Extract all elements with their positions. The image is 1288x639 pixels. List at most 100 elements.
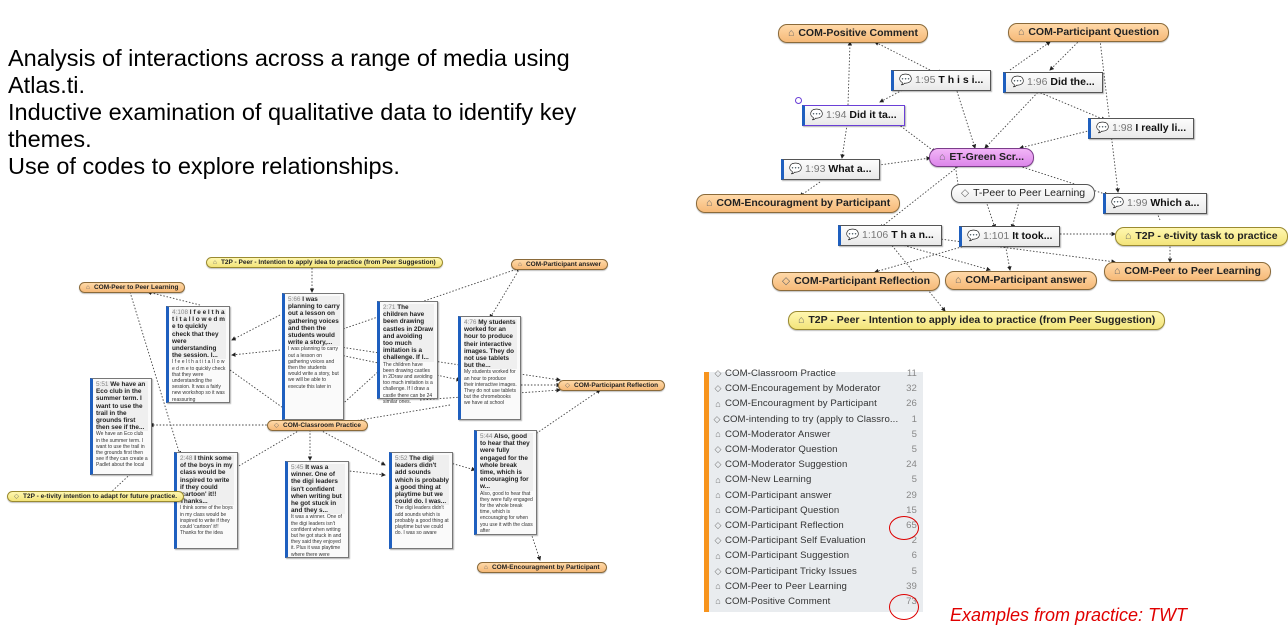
- quote-node-1-94[interactable]: 💬 1:94 Did it ta...: [802, 105, 905, 126]
- code-node-participant-answer[interactable]: ⌂COM-Participant answer: [945, 271, 1097, 290]
- quote-icon: 💬: [846, 229, 860, 241]
- code-list-item[interactable]: ◇COM-Moderator Question 5: [709, 442, 923, 457]
- quote-card-5-44[interactable]: 5:44 Also, good to hear that they were f…: [474, 430, 537, 535]
- code-name: COM-intending to try (apply to Classro..…: [722, 413, 899, 425]
- code-group-icon: ⌂: [706, 197, 713, 209]
- code-list-item[interactable]: ◇COM-Encouragement by Moderator 32: [709, 381, 923, 396]
- code-node-left-encouragment-participant[interactable]: ⌂COM-Encouragment by Participant: [477, 562, 607, 573]
- code-name: COM-Positive Comment: [725, 595, 831, 607]
- quote-card-4-76[interactable]: 4:76 My students worked for an hour to p…: [458, 316, 521, 420]
- quote-card-5-52[interactable]: 5:52 The digi leaders didn't add sounds …: [389, 452, 453, 549]
- code-diamond-icon: ◇: [782, 275, 791, 287]
- code-node-t-peer[interactable]: ◇T-Peer to Peer Learning: [951, 184, 1096, 203]
- code-name: COM-Participant answer: [725, 489, 832, 501]
- code-group-icon: ⌂: [518, 261, 522, 268]
- quote-icon: 💬: [789, 163, 803, 175]
- code-count: 32: [906, 383, 917, 395]
- code-name: COM-Encouragment by Participant: [725, 398, 877, 410]
- intro-line: Analysis of interactions across a range …: [8, 45, 570, 71]
- code-count: 5: [911, 565, 917, 577]
- quote-card-5-51[interactable]: 5:51 We have an Eco club in the summer t…: [90, 378, 152, 475]
- quote-node-1-99[interactable]: 💬 1:99 Which a...: [1103, 193, 1208, 214]
- quote-node-1-96[interactable]: 💬 1:96 Did the...: [1003, 72, 1103, 93]
- code-count: 15: [906, 504, 917, 516]
- code-count: 26: [906, 398, 917, 410]
- code-group-icon: ⌂: [939, 151, 946, 163]
- code-list-item[interactable]: ◇COM-intending to try (apply to Classro.…: [709, 412, 923, 427]
- code-count: 29: [906, 489, 917, 501]
- code-list-item[interactable]: ⌂ COM-Encouragment by Participant 26: [709, 396, 923, 411]
- code-count: 11: [906, 368, 917, 380]
- quote-icon: 💬: [1011, 76, 1025, 88]
- code-count: 5: [911, 444, 917, 456]
- quote-card-5-66[interactable]: 5:66 I was planning to carry out a lesso…: [282, 293, 344, 420]
- code-diamond-icon: ◇: [714, 444, 722, 455]
- code-node-left-participant-answer[interactable]: ⌂COM-Participant answer: [511, 259, 609, 270]
- quote-node-1-95[interactable]: 💬 1:95 T h i s i...: [891, 70, 992, 91]
- code-node-positive-comment[interactable]: ⌂COM-Positive Comment: [778, 24, 928, 43]
- code-name: COM-Moderator Suggestion: [725, 459, 848, 471]
- code-node-left-classroom-practice[interactable]: ◇COM-Classroom Practice: [267, 420, 369, 431]
- code-name: COM-Moderator Answer: [725, 428, 831, 440]
- code-diamond-icon: ◇: [961, 187, 970, 199]
- quote-icon: 💬: [899, 74, 913, 86]
- quote-node-1-106[interactable]: 💬 1:106 T h a n...: [838, 225, 942, 246]
- code-group-icon: ⌂: [1114, 265, 1121, 277]
- code-name: COM-Encouragement by Moderator: [725, 383, 881, 395]
- code-count: 6: [911, 550, 917, 562]
- code-node-left-t2p-peer[interactable]: ⌂T2P - Peer - Intention to apply idea to…: [206, 257, 443, 268]
- code-name: COM-Participant Question: [725, 504, 840, 516]
- code-group-icon: ⌂: [788, 27, 795, 39]
- code-diamond-icon: ◇: [714, 459, 722, 470]
- quote-card-4-108[interactable]: 4:108 I f e e l t h a t i t a l l o w e …: [166, 306, 230, 403]
- code-node-encouragment-participant[interactable]: ⌂COM-Encouragment by Participant: [696, 194, 901, 213]
- code-name: COM-Moderator Question: [725, 444, 838, 456]
- quote-card-2-48[interactable]: 2:48 I think some of the boys in my clas…: [174, 452, 238, 549]
- quote-node-1-98[interactable]: 💬 1:98 I really li...: [1088, 118, 1195, 139]
- code-node-left-t2p-etivity[interactable]: ◇T2P - e-tivity intention to adapt for f…: [7, 491, 185, 502]
- code-diamond-icon: ◇: [714, 519, 722, 530]
- code-group-icon: ⌂: [798, 314, 805, 326]
- code-group-icon: ⌂: [213, 259, 217, 266]
- code-node-left-participant-reflection[interactable]: ◇COM-Participant Reflection: [558, 380, 666, 391]
- intro-line: Inductive examination of qualitative dat…: [8, 99, 577, 125]
- intro-text: Analysis of interactions across a range …: [8, 45, 668, 180]
- code-name: COM-Peer to Peer Learning: [725, 580, 847, 592]
- selection-handle[interactable]: [795, 97, 802, 104]
- code-diamond-icon: ◇: [713, 413, 721, 424]
- highlight-circle-positive: [889, 594, 919, 620]
- quote-card-5-45[interactable]: 5:45 It was a winner. One of the digi le…: [285, 461, 349, 558]
- code-name: COM-Participant Self Evaluation: [725, 535, 866, 547]
- intro-line: Atlas.ti.: [8, 72, 86, 98]
- quote-node-1-101[interactable]: 💬 1:101 It took...: [959, 226, 1061, 247]
- quote-icon: 💬: [1096, 122, 1110, 134]
- code-name: COM-Participant Reflection: [725, 519, 844, 531]
- code-group-icon: ⌂: [715, 429, 721, 440]
- code-node-et-green[interactable]: ⌂ET-Green Scr...: [929, 148, 1035, 167]
- code-diamond-icon: ◇: [714, 565, 722, 576]
- code-diamond-icon: ◇: [565, 382, 570, 389]
- code-node-t2p-etivity[interactable]: ⌂T2P - e-tivity task to practice: [1115, 227, 1288, 246]
- intro-line: Use of codes to explore relationships.: [8, 153, 400, 179]
- code-diamond-icon: ◇: [714, 383, 722, 394]
- quote-card-2-71[interactable]: 2:71 The children have been drawing cast…: [377, 301, 438, 405]
- code-node-peer-learning[interactable]: ⌂COM-Peer to Peer Learning: [1104, 262, 1271, 281]
- code-name: COM-Classroom Practice: [725, 368, 836, 380]
- quote-node-1-93[interactable]: 💬 1:93 What a...: [781, 159, 880, 180]
- code-node-t2p-peer[interactable]: ⌂T2P - Peer - Intention to apply idea to…: [788, 311, 1166, 330]
- code-node-participant-question[interactable]: ⌂COM-Participant Question: [1008, 23, 1170, 42]
- code-node-left-peer-learning[interactable]: ⌂COM-Peer to Peer Learning: [79, 282, 186, 293]
- code-node-participant-reflection[interactable]: ◇COM-Participant Reflection: [772, 272, 941, 291]
- code-name: COM-New Learning: [725, 474, 812, 486]
- code-group-icon: ⌂: [715, 398, 721, 409]
